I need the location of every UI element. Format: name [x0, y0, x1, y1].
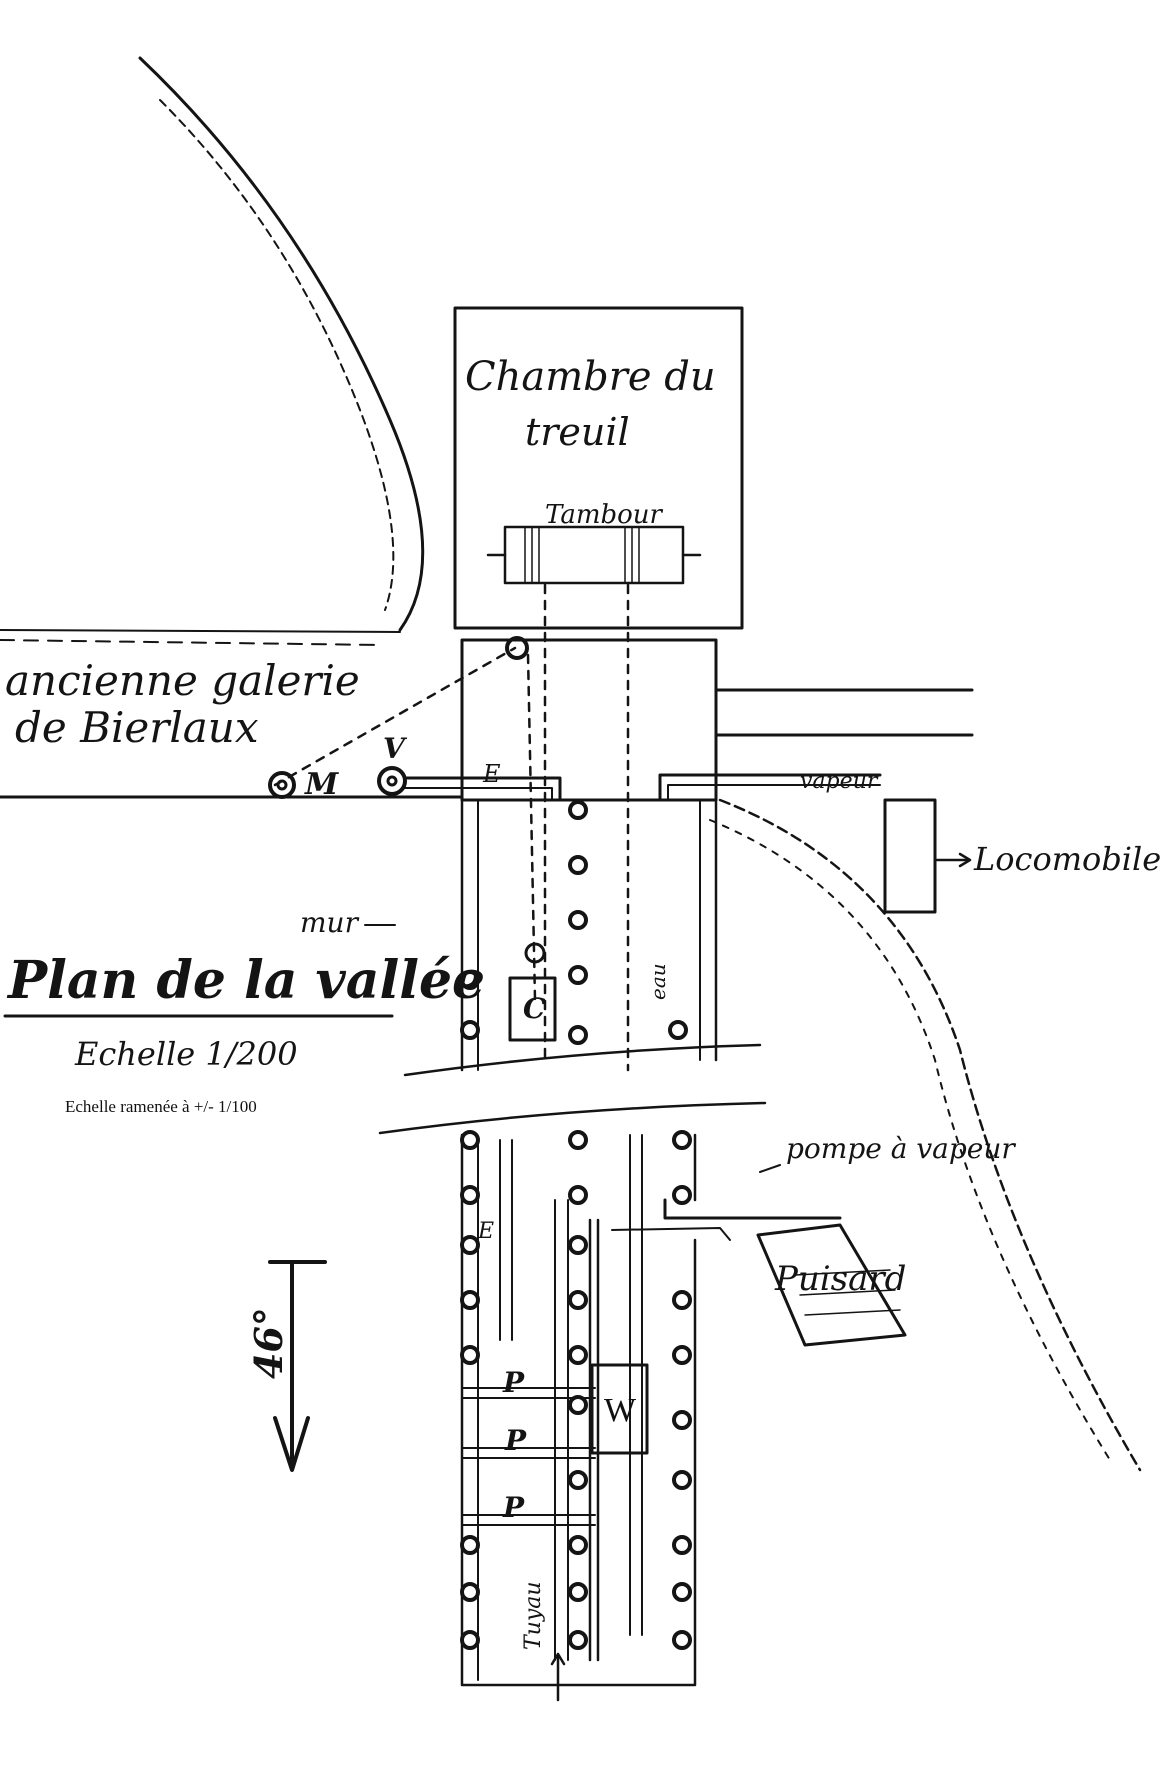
- winch-cables: [273, 583, 630, 1072]
- label-P-1: P: [502, 1366, 525, 1399]
- label-E-lower: E: [477, 1219, 494, 1244]
- sump-label: Puisard: [774, 1259, 906, 1299]
- drum-label: Tambour: [545, 500, 664, 530]
- wall-label: mur: [300, 906, 360, 939]
- winch-chamber: [453, 306, 744, 630]
- label-C: C: [523, 992, 546, 1025]
- shaft-bolts-lower: [460, 1130, 692, 1650]
- locomobile-box: [883, 798, 937, 914]
- label-M: M: [304, 767, 339, 802]
- shaft-bolts-upper: [460, 800, 688, 1045]
- chamber-label-line1: Chambre du: [465, 354, 716, 400]
- box-W: [590, 1363, 649, 1455]
- steam-pump-label: pompe à vapeur: [786, 1132, 1016, 1165]
- pump-cross-pipes: [461, 1387, 596, 1526]
- pipe-label: Tuyau: [521, 1581, 546, 1650]
- bearing-label: 46°: [246, 1307, 291, 1379]
- sump-outline: [756, 1223, 907, 1347]
- terrain-hatching-right: [709, 798, 1142, 1472]
- scale-original: Echelle 1/200: [74, 1035, 298, 1073]
- label-E-upper: E: [482, 760, 501, 788]
- chamber-label-line2: treuil: [525, 410, 630, 454]
- pulley-M: [268, 771, 296, 799]
- water-label: eau: [646, 963, 670, 1000]
- label-P-3: P: [502, 1491, 525, 1524]
- old-gallery-label-line1: ancienne galerie: [5, 656, 360, 705]
- steam-label: vapeur: [800, 769, 879, 794]
- old-gallery-label-line2: de Bierlaux: [15, 703, 259, 752]
- label-P-2: P: [504, 1424, 527, 1457]
- pulley-top: [505, 636, 529, 660]
- sump-hatch: [794, 1269, 901, 1316]
- label-V: V: [383, 732, 408, 765]
- locomobile-label: Locomobile: [973, 840, 1161, 878]
- pulley-V: [377, 766, 407, 796]
- label-W: W: [604, 1392, 637, 1429]
- scale-reduced: Echelle ramenée à +/- 1/100: [65, 1097, 257, 1116]
- bearing-arrow: [268, 1260, 327, 1472]
- drum-banding: [524, 526, 640, 584]
- shaft-lower: [460, 1133, 697, 1687]
- cage-C: [508, 976, 557, 1042]
- terrain-hatching-upper-left: [0, 56, 425, 646]
- plan-title: Plan de la vallée: [6, 950, 485, 1011]
